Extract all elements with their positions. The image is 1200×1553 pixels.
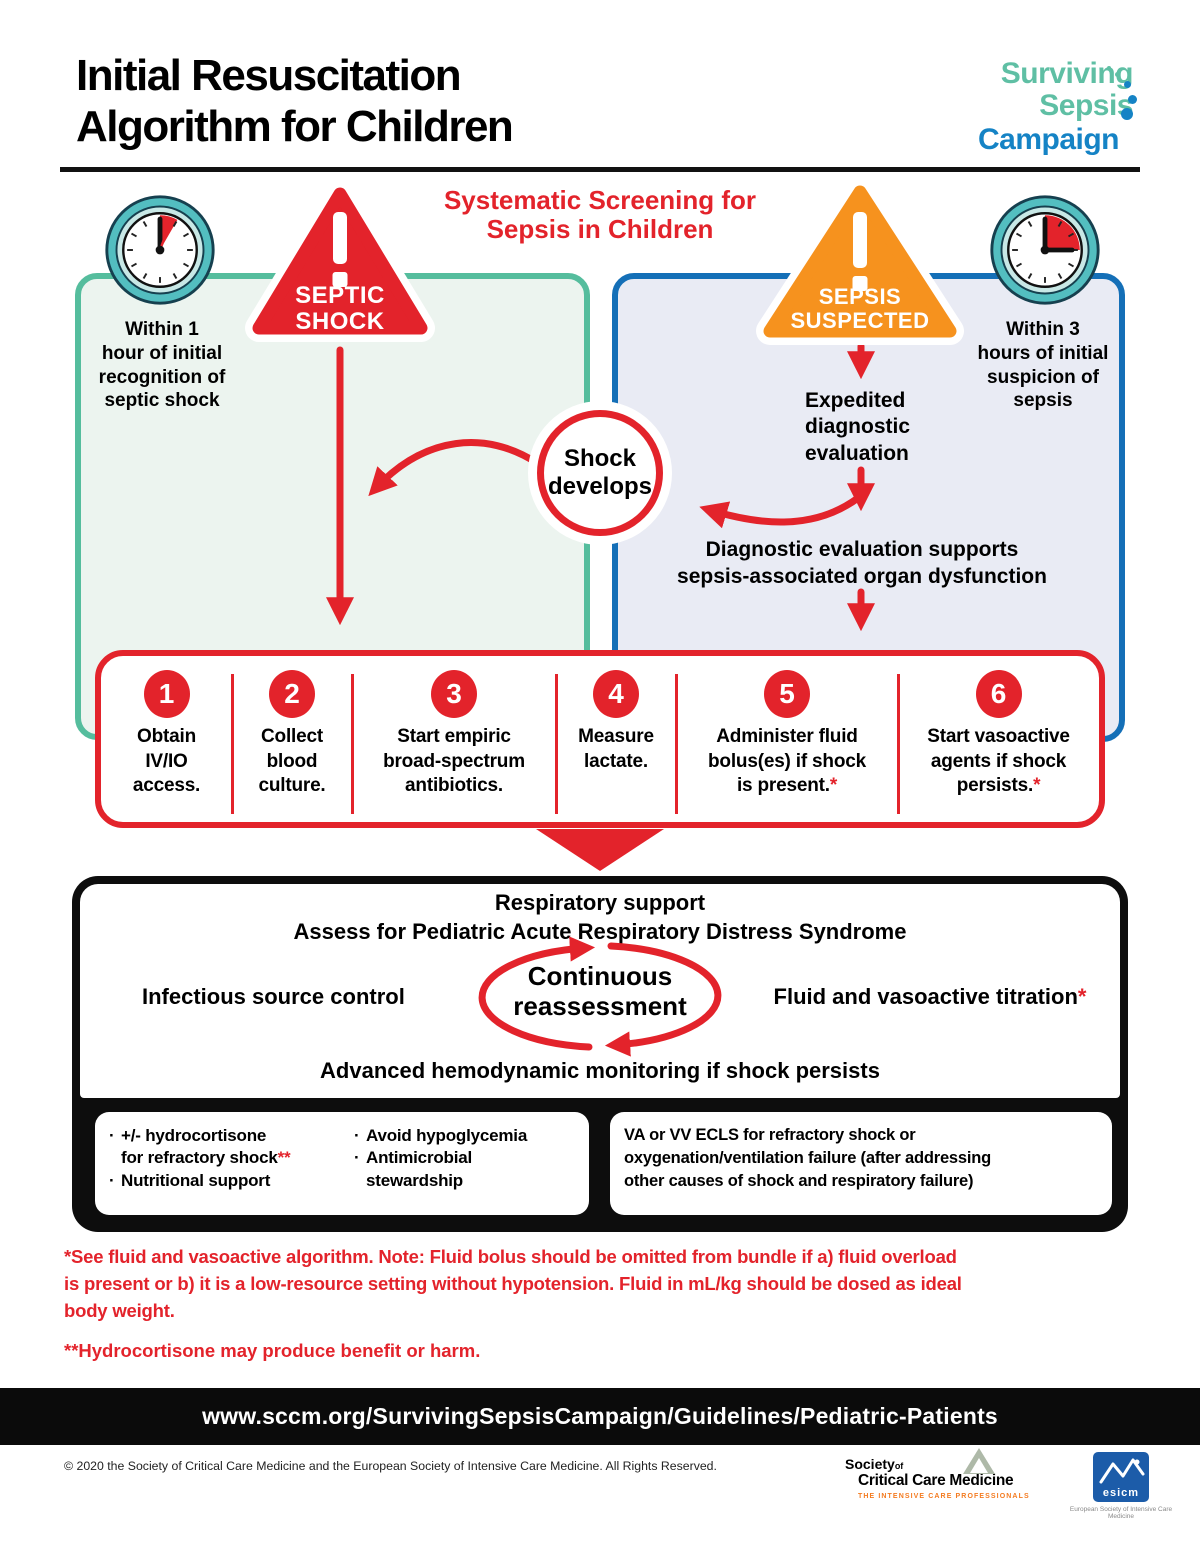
logo-line-surviving-sepsis: Surviving Sepsis (1000, 57, 1134, 122)
three-hour-clock-icon (990, 195, 1100, 305)
esicm-logo: esicm European Society of Intensive Care… (1063, 1452, 1179, 1520)
fluid-vasoactive-titration-label: Fluid and vasoactive titration (773, 984, 1078, 1009)
logo-dot (1107, 66, 1111, 70)
sepsis-suspected-label: SEPSIS SUSPECTED (790, 284, 930, 334)
titration-asterisk: * (1077, 984, 1087, 1009)
step-asterisk: * (1033, 775, 1041, 797)
expedited-diagnostic-evaluation-text: Expedited diagnostic evaluation (805, 389, 911, 465)
list-item: +/- hydrocortisone for refractory shock*… (109, 1125, 354, 1170)
management-white-area (80, 884, 1120, 1098)
list-item-asterisk: ** (277, 1148, 291, 1168)
ecls-box: VA or VV ECLS for refractory shock or ox… (610, 1112, 1112, 1215)
bundle-step: 5 Administer fluid bolus(es) if shock is… (676, 670, 900, 822)
footnote-hydrocortisone: **Hydrocortisone may produce benefit or … (64, 1340, 481, 1362)
bundle-step: 4 Measure lactate. (556, 670, 678, 822)
continuous-reassessment-cycle-icon (478, 936, 722, 1057)
copyright-text: © 2020 the Society of Critical Care Medi… (64, 1459, 717, 1473)
guidelines-url: www.sccm.org/SurvivingSepsisCampaign/Gui… (202, 1403, 998, 1429)
step-number-badge: 4 (593, 670, 639, 718)
timer-text-right: Within 3 hours of initial suspicion of s… (977, 319, 1109, 412)
sepsis-suspected-warning-triangle-icon (756, 178, 964, 345)
step-number-badge: 3 (431, 670, 477, 718)
fluid-vasoactive-titration-text: Fluid and vasoactive titration* (760, 984, 1100, 1010)
bullet-icon (109, 1125, 121, 1170)
sccm-name-text: Critical Care Medicine (858, 1472, 1014, 1489)
hour-1-bundle: 1 Obtain IV/IO access. 2 Collect blood c… (95, 650, 1105, 828)
esicm-logo-square: esicm (1093, 1452, 1149, 1502)
list-item: Nutritional support (109, 1170, 354, 1192)
septic-shock-label: SEPTIC SHOCK (295, 282, 385, 336)
url-bar: www.sccm.org/SurvivingSepsisCampaign/Gui… (0, 1388, 1200, 1445)
step-text: Administer fluid bolus(es) if shock is p… (708, 726, 866, 797)
sccm-triangle-icon (963, 1448, 995, 1474)
respiratory-support-text: Respiratory support (494, 890, 706, 915)
assess-pards-text: Assess for Pediatric Acute Respiratory D… (293, 919, 907, 944)
list-item-text: Nutritional support (121, 1170, 271, 1190)
timer-text-left: Within 1 hour of initial recognition of … (98, 319, 226, 412)
ongoing-management-box: Respiratory support Assess for Pediatric… (72, 876, 1128, 1232)
logo-line-campaign: Campaign (977, 123, 1120, 156)
esicm-caption-text: European Society of Intensive Care Medic… (1069, 1506, 1173, 1520)
step-asterisk: * (829, 775, 838, 797)
advanced-hemodynamic-monitoring-text: Advanced hemodynamic monitoring if shock… (320, 1058, 880, 1083)
list-item-text: Avoid hypoglycemia (366, 1126, 528, 1145)
bullet-icon (354, 1125, 366, 1147)
one-hour-clock-icon (105, 195, 215, 305)
shock-develops-node: Shock develops (537, 410, 663, 536)
step-text: Collect blood culture. (258, 726, 326, 797)
infectious-source-control-text: Infectious source control (142, 984, 405, 1009)
list-item: Avoid hypoglycemia (354, 1125, 576, 1147)
footnotes: *See fluid and vasoactive algorithm. Not… (64, 1244, 1164, 1362)
logo-dot (1115, 72, 1120, 77)
adjunctive-therapies-box: +/- hydrocortisone for refractory shock*… (95, 1112, 589, 1215)
list-item: Antimicrobial stewardship (354, 1147, 576, 1192)
footnote-fluid: *See fluid and vasoactive algorithm. Not… (64, 1246, 962, 1321)
surviving-sepsis-campaign-logo: Surviving Sepsis Campaign (905, 57, 1134, 156)
logo-dot (1128, 95, 1137, 104)
bundle-step: 1 Obtain IV/IO access. (101, 670, 234, 822)
page-title: Initial Resuscitation Algorithm for Chil… (76, 51, 514, 152)
diagnostic-evaluation-supports-text: Diagnostic evaluation supports sepsis-as… (677, 538, 1047, 589)
bundle-step: 3 Start empiric broad-spectrum antibioti… (352, 670, 558, 822)
bundle-step: 6 Start vasoactive agents if shock persi… (898, 670, 1099, 822)
step-text: Start vasoactive agents if shock persist… (927, 726, 1070, 797)
logo-dot (1121, 108, 1133, 120)
header-divider (60, 167, 1140, 172)
step-number-badge: 5 (764, 670, 810, 718)
logo-dot (1124, 81, 1131, 88)
septic-shock-warning-triangle-icon (245, 180, 435, 342)
list-item-text: +/- hydrocortisone for refractory shock (121, 1126, 278, 1168)
adjunctive-col-1: +/- hydrocortisone for refractory shock*… (109, 1125, 354, 1205)
step-number-badge: 6 (975, 670, 1022, 718)
esicm-mark-icon (1099, 1458, 1145, 1484)
down-chevron-arrow (536, 829, 664, 871)
adjunctive-col-2: Avoid hypoglycemia Antimicrobial steward… (354, 1125, 576, 1205)
step-number-badge: 2 (269, 670, 315, 718)
sccm-society-text: Society (845, 1456, 895, 1472)
bundle-step: 2 Collect blood culture. (232, 670, 354, 822)
step-number-badge: 1 (143, 670, 190, 718)
sccm-of-text: of (894, 1461, 904, 1471)
step-text: Measure lactate. (578, 726, 654, 772)
sccm-logo: Societyof Critical Care Medicine THE INT… (845, 1456, 1045, 1500)
bullet-icon (109, 1170, 121, 1192)
continuous-reassessment-text: Continuous reassessment (513, 961, 687, 1021)
screening-heading: Systematic Screening for Sepsis in Child… (443, 185, 757, 245)
list-item-text: Antimicrobial stewardship (366, 1148, 473, 1190)
step-text: Start empiric broad-spectrum antibiotics… (383, 726, 525, 797)
step-text: Obtain IV/IO access. (132, 726, 201, 797)
esicm-name-text: esicm (1102, 1487, 1140, 1499)
sccm-tagline-text: THE INTENSIVE CARE PROFESSIONALS (858, 1493, 1030, 1500)
bullet-icon (354, 1147, 366, 1192)
